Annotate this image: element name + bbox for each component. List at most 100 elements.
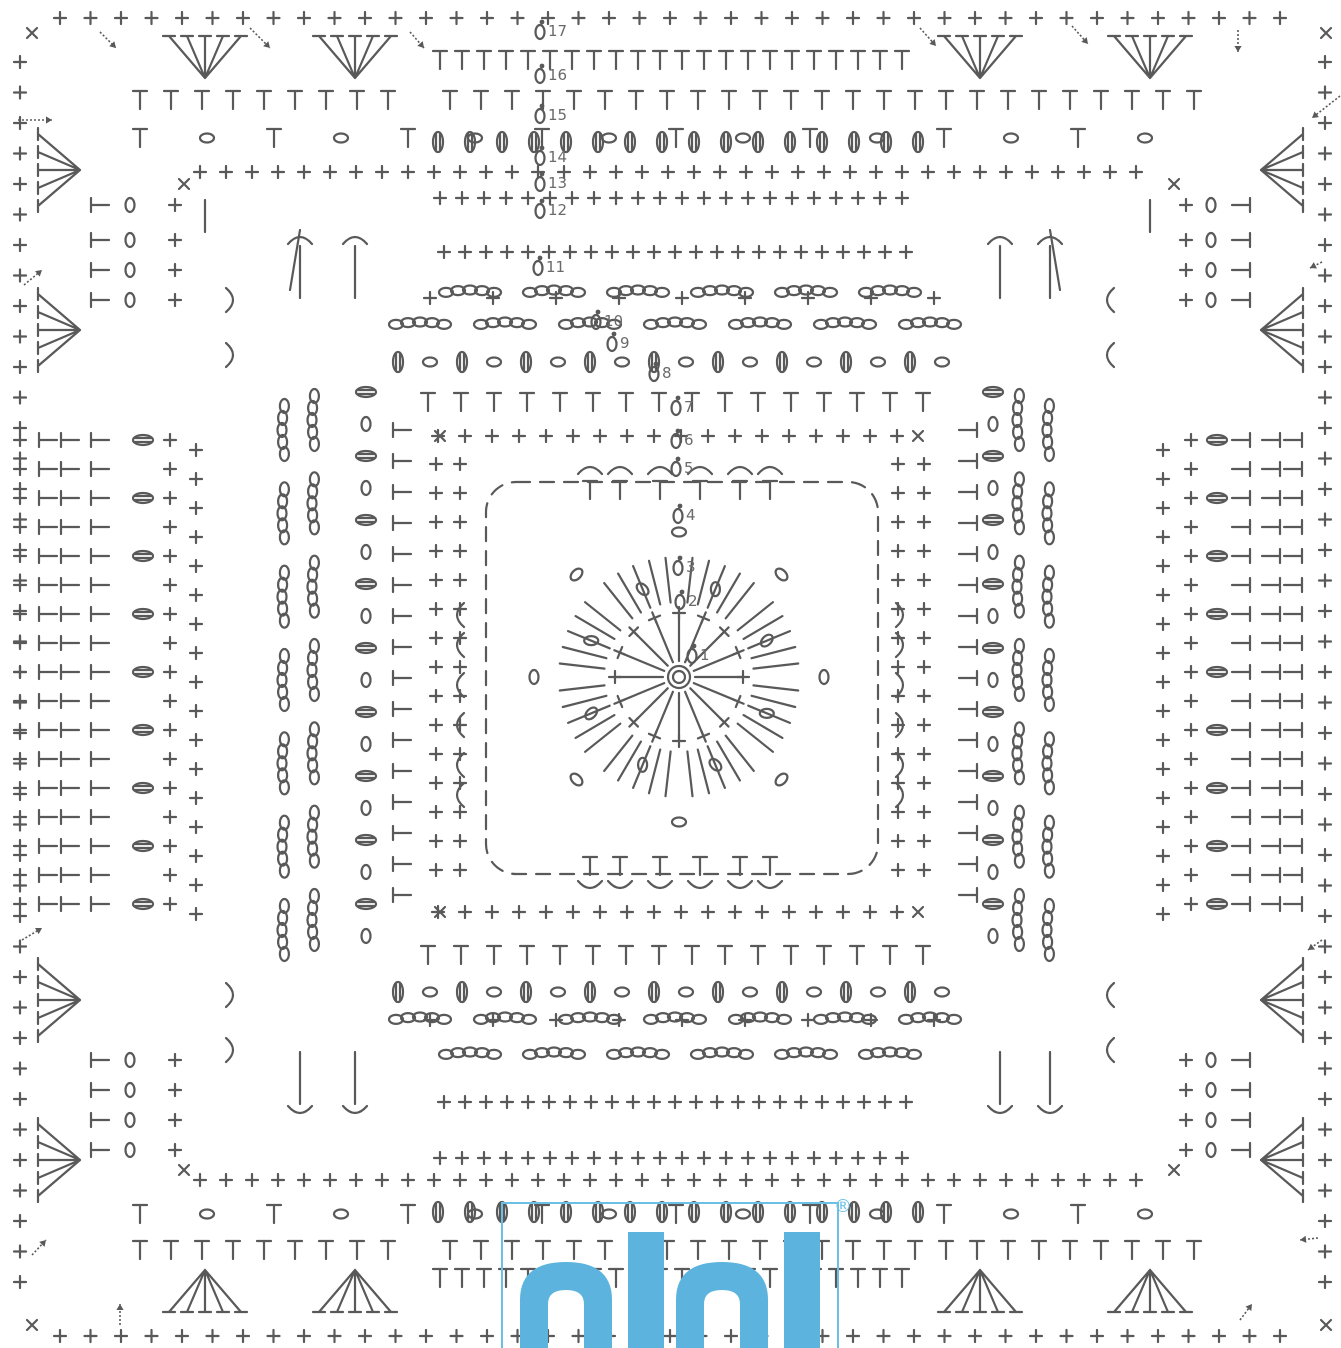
sc-icon <box>1185 550 1197 562</box>
slip-stitch-icon <box>540 199 545 204</box>
sc-icon <box>688 166 700 178</box>
hdc-icon <box>39 868 57 882</box>
sc-icon <box>190 444 202 456</box>
bobble-icon <box>721 1202 731 1222</box>
sc-icon <box>540 906 552 918</box>
slip-stitch-icon <box>654 362 659 367</box>
picot-arc-icon <box>1107 288 1114 312</box>
sc-icon <box>816 246 828 258</box>
sc-icon <box>298 166 310 178</box>
hdc-icon <box>697 51 711 69</box>
sc-icon <box>1319 392 1331 404</box>
sc-icon <box>783 906 795 918</box>
sc-icon <box>14 550 26 562</box>
picot-arc-icon <box>226 1038 233 1062</box>
picot-arc-icon <box>988 1106 1012 1113</box>
sc-icon <box>1185 463 1197 475</box>
bobble-icon <box>433 1202 443 1222</box>
hdc-icon <box>959 485 977 499</box>
hdc-icon <box>91 198 109 212</box>
sc-icon <box>164 579 176 591</box>
sc-icon <box>1157 560 1169 572</box>
sc-icon <box>636 166 648 178</box>
arrow-head-icon <box>1300 1236 1306 1243</box>
bobble-icon <box>983 771 1003 781</box>
radial-stitch-line <box>726 583 754 618</box>
sc-icon <box>169 1114 181 1126</box>
sc-icon <box>424 292 436 304</box>
hdc-icon <box>784 393 798 411</box>
hdc-icon <box>908 91 922 109</box>
sc-icon <box>864 906 876 918</box>
sc-icon <box>714 166 726 178</box>
hdc-icon <box>1262 694 1280 708</box>
sc-icon <box>891 430 903 442</box>
hdc-icon <box>39 723 57 737</box>
hdc-icon <box>1232 578 1250 592</box>
sc-icon <box>688 1174 700 1186</box>
bobble-icon <box>433 132 443 152</box>
row-number-label: 12 <box>548 201 567 219</box>
arrow-head-icon <box>1312 111 1319 118</box>
row-number-label: 15 <box>548 106 567 124</box>
hdc-icon <box>91 293 109 307</box>
sc-icon <box>376 166 388 178</box>
arrow-head-icon <box>1310 262 1317 268</box>
sc-icon <box>1157 444 1169 456</box>
sc-icon <box>1180 199 1192 211</box>
slip-stitch-icon <box>692 644 697 649</box>
hdc-icon <box>851 51 865 69</box>
hdc-icon <box>133 129 147 147</box>
sc-icon <box>711 1096 723 1108</box>
hdc-icon <box>195 91 209 109</box>
hdc-icon <box>393 826 411 840</box>
hdc-icon <box>959 609 977 623</box>
sc-icon <box>609 671 621 683</box>
sc-icon <box>169 264 181 276</box>
sc-icon <box>1157 531 1169 543</box>
sc-icon <box>430 487 442 499</box>
sc-icon <box>928 292 940 304</box>
hdc-icon <box>39 839 57 853</box>
sc-icon <box>430 777 442 789</box>
sc-icon <box>1185 521 1197 533</box>
sc-icon <box>654 1152 666 1164</box>
sc-icon <box>164 463 176 475</box>
sc-icon <box>969 12 981 24</box>
hdc-icon <box>829 51 843 69</box>
sc-icon <box>1319 1032 1331 1044</box>
chain-icon <box>487 358 501 367</box>
radial-stitch-line <box>563 647 607 658</box>
sc-icon <box>164 550 176 562</box>
sc-icon <box>1185 724 1197 736</box>
sc-icon <box>14 1276 26 1288</box>
hdc-icon <box>1262 549 1280 563</box>
sc-icon <box>146 12 158 24</box>
sc-icon <box>481 1330 493 1342</box>
hdc-icon <box>1232 549 1250 563</box>
sc-icon <box>584 1174 596 1186</box>
sc-icon <box>808 192 820 204</box>
dc-icon <box>583 857 597 875</box>
hdc-icon <box>959 671 977 685</box>
hdc-icon <box>895 51 909 69</box>
sc-icon <box>1319 880 1331 892</box>
sc-icon <box>1319 941 1331 953</box>
sc-icon <box>1185 869 1197 881</box>
sc-icon <box>585 246 597 258</box>
chain-icon <box>334 134 348 143</box>
sc-icon <box>737 671 749 683</box>
sc-icon <box>753 246 765 258</box>
hdc-icon <box>1232 491 1250 505</box>
hdc-icon <box>61 694 79 708</box>
hdc-icon <box>669 129 683 147</box>
sc-icon <box>696 728 712 744</box>
hdc-icon <box>1262 839 1280 853</box>
sc-icon <box>606 1096 618 1108</box>
hdc-icon <box>393 547 411 561</box>
chain-icon <box>126 1143 135 1157</box>
sc-icon <box>1000 12 1012 24</box>
hdc-icon <box>1232 1113 1250 1127</box>
chain-icon <box>674 509 683 523</box>
sc-icon <box>430 661 442 673</box>
